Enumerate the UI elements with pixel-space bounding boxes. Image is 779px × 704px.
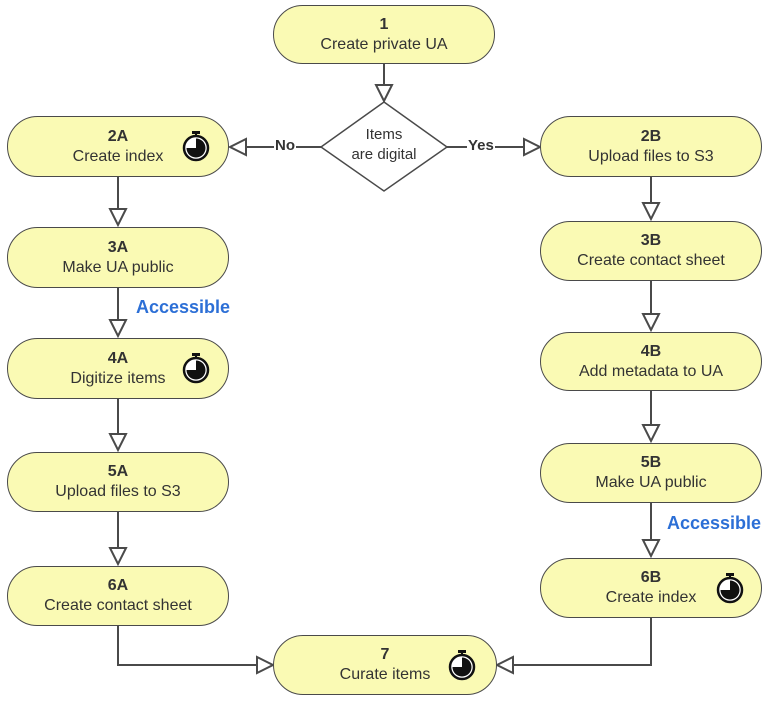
stopwatch-icon <box>182 353 210 384</box>
node-6b-label: Create index <box>605 589 697 606</box>
node-6a-label: Create contact sheet <box>44 597 192 614</box>
node-5a-label: Upload files to S3 <box>55 483 181 500</box>
node-7-step: 7 <box>380 646 390 663</box>
node-2b-step: 2B <box>640 127 662 145</box>
node-4b-label: Add metadata to UA <box>578 362 724 380</box>
node-2b: 2B Upload files to S3 <box>540 116 762 177</box>
node-1-label: Create private UA <box>320 35 448 53</box>
edge-label-yes: Yes <box>467 137 495 155</box>
node-4b: 4B Add metadata to UA <box>540 332 762 391</box>
node-6a: 6A Create contact sheet <box>7 566 229 626</box>
decision-diamond <box>319 101 449 192</box>
node-7: 7 Curate items <box>273 635 497 695</box>
node-6a-step: 6A <box>107 577 129 594</box>
node-5a-step: 5A <box>107 463 129 480</box>
node-3a-label: Make UA public <box>62 258 174 276</box>
decision-label-line2: are digital <box>351 146 417 163</box>
accessible-label-a: Accessible <box>136 297 231 317</box>
node-2a-step: 2A <box>107 127 129 145</box>
node-2a-label: Create index <box>72 147 164 165</box>
edge-label-no: No <box>274 137 296 155</box>
node-3b: 3B Create contact sheet <box>540 221 762 281</box>
node-2b-label: Upload files to S3 <box>588 147 714 165</box>
stopwatch-icon <box>716 573 744 604</box>
node-1: 1 Create private UA <box>273 5 495 64</box>
node-5b: 5B Make UA public <box>540 443 762 503</box>
decision-label: Items are digital <box>334 125 434 165</box>
node-3a-step: 3A <box>107 238 129 256</box>
node-3b-label: Create contact sheet <box>577 252 725 269</box>
node-5b-step: 5B <box>640 454 662 471</box>
stopwatch-icon <box>182 131 210 162</box>
node-1-step: 1 <box>379 15 389 33</box>
edge-6a-to-7 <box>117 626 273 665</box>
node-4a-label: Digitize items <box>70 369 166 387</box>
node-6b-step: 6B <box>640 569 662 586</box>
edge-6b-to-7 <box>497 618 652 665</box>
node-5a: 5A Upload files to S3 <box>7 452 229 512</box>
node-3a: 3A Make UA public <box>7 227 229 288</box>
node-4a-step: 4A <box>107 349 129 367</box>
node-7-label: Curate items <box>339 666 431 683</box>
decision-label-line1: Items <box>365 126 403 143</box>
node-4b-step: 4B <box>640 342 662 360</box>
node-3b-step: 3B <box>640 232 662 249</box>
accessible-label-b: Accessible <box>667 513 762 533</box>
node-5b-label: Make UA public <box>595 474 707 491</box>
stopwatch-icon <box>448 650 476 681</box>
